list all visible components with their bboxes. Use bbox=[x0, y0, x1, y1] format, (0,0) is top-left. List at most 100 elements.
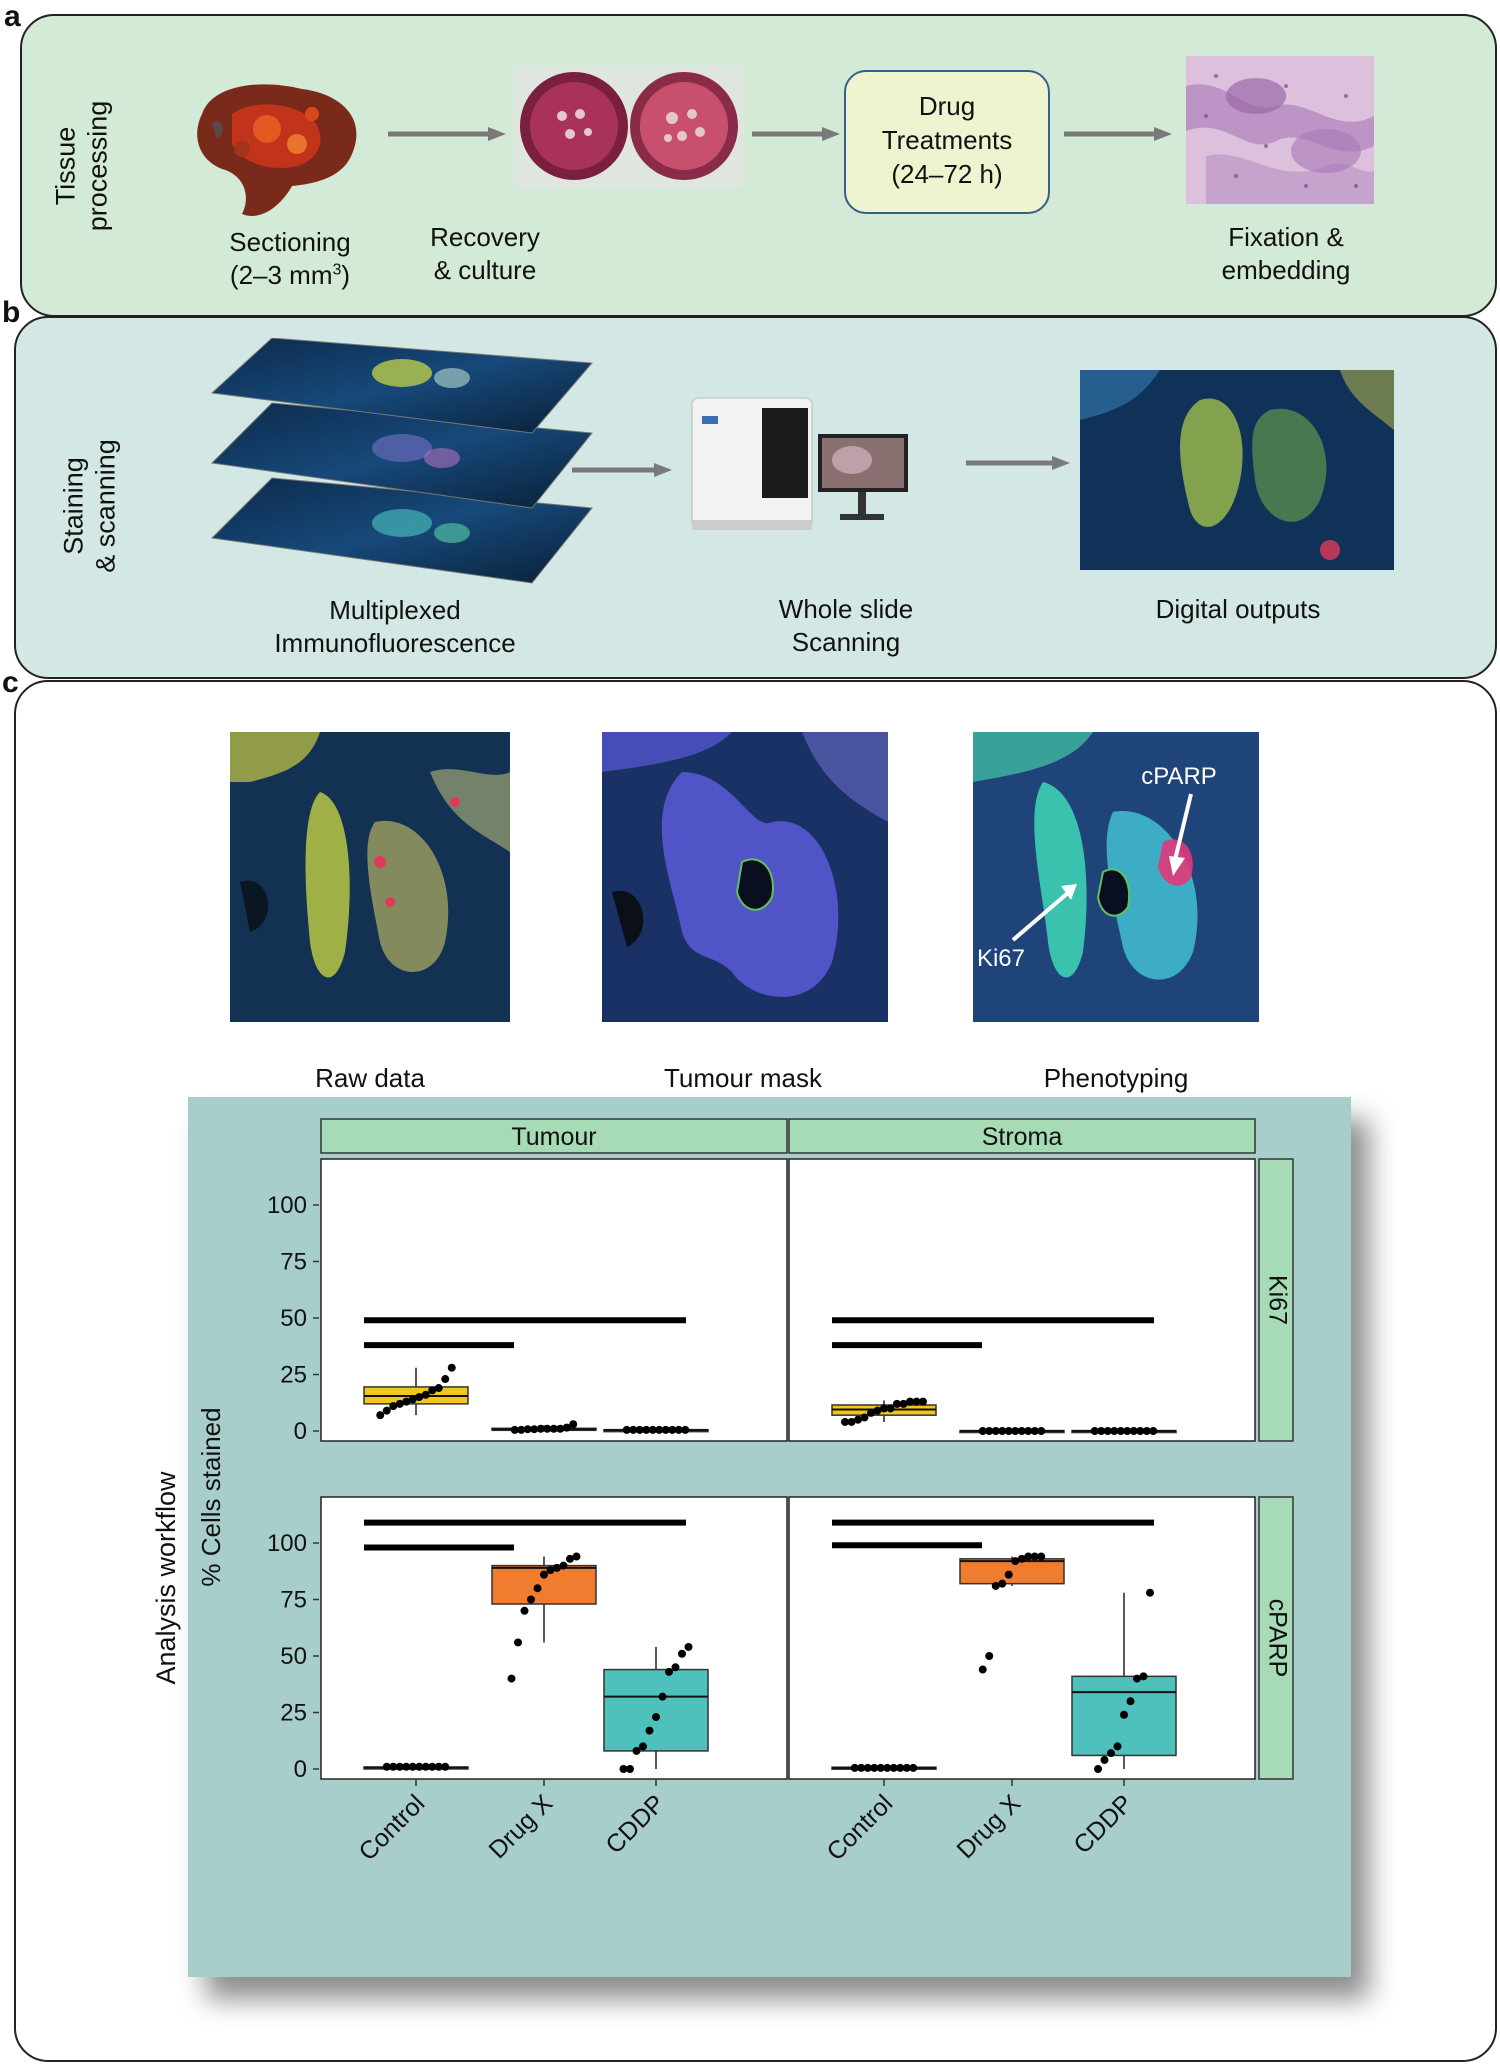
data-point bbox=[441, 1375, 450, 1384]
data-point bbox=[428, 1762, 437, 1771]
data-point bbox=[889, 1763, 898, 1772]
data-point bbox=[668, 1425, 677, 1434]
data-point bbox=[523, 1425, 532, 1434]
data-point bbox=[402, 1397, 411, 1406]
fixation-caption: Fixation & embedding bbox=[1221, 222, 1351, 285]
data-point bbox=[863, 1763, 872, 1772]
data-point bbox=[622, 1425, 631, 1434]
data-point bbox=[873, 1406, 882, 1415]
data-point bbox=[517, 1425, 526, 1434]
data-point bbox=[626, 1765, 634, 1773]
panel-letter-a: a bbox=[4, 0, 21, 33]
data-point bbox=[1097, 1427, 1106, 1435]
y-tick-label: 0 bbox=[294, 1756, 307, 1783]
data-point bbox=[991, 1581, 1000, 1590]
panel-a-tissue-processing: Tissue processing Sectioning (2–3 mm3) bbox=[20, 14, 1497, 317]
facet-label-stroma: Stroma bbox=[982, 1123, 1063, 1151]
data-point bbox=[566, 1554, 574, 1563]
data-point bbox=[428, 1386, 437, 1395]
panel-letter-b: b bbox=[2, 296, 21, 329]
data-point bbox=[639, 1742, 647, 1751]
data-point bbox=[1136, 1427, 1145, 1435]
data-point bbox=[382, 1406, 391, 1415]
data-point bbox=[1030, 1427, 1039, 1435]
data-point bbox=[632, 1746, 641, 1755]
y-tick-label: 25 bbox=[280, 1362, 307, 1389]
x-tick-label-drug-x: Drug X bbox=[951, 1789, 1026, 1864]
x-tick-label-drug-x: Drug X bbox=[483, 1789, 558, 1864]
y-tick-label: 0 bbox=[294, 1418, 307, 1445]
data-point bbox=[985, 1652, 994, 1660]
cparp-annotation: cPARP bbox=[1141, 763, 1217, 790]
data-point bbox=[876, 1763, 885, 1772]
data-point bbox=[533, 1584, 542, 1593]
data-point bbox=[1090, 1427, 1099, 1435]
data-point bbox=[553, 1563, 561, 1572]
whole-slide-caption: Whole slide Scanning bbox=[778, 594, 914, 657]
facet-label-cparp: cPARP bbox=[1263, 1599, 1291, 1678]
data-point bbox=[514, 1638, 522, 1647]
culture-wells-image bbox=[514, 66, 744, 188]
data-point bbox=[883, 1763, 892, 1772]
data-point bbox=[1030, 1552, 1039, 1561]
data-point bbox=[1004, 1570, 1013, 1579]
data-point bbox=[389, 1402, 398, 1411]
data-point bbox=[536, 1424, 545, 1433]
data-point bbox=[434, 1384, 443, 1393]
data-point bbox=[415, 1762, 424, 1771]
data-point bbox=[906, 1397, 914, 1406]
panel-c-side-label: Analysis workflow bbox=[150, 1471, 181, 1685]
x-tick-label-control: Control bbox=[821, 1789, 898, 1866]
data-point bbox=[854, 1415, 862, 1424]
tissue-sample-image bbox=[182, 74, 372, 224]
data-point bbox=[857, 1763, 866, 1772]
raw-data-image bbox=[230, 732, 510, 1022]
data-point bbox=[985, 1427, 994, 1435]
y-tick-label: 50 bbox=[280, 1643, 307, 1670]
arrow-a2 bbox=[752, 127, 840, 141]
data-point bbox=[880, 1404, 888, 1413]
panel-a-side-label: Tissue processing bbox=[50, 100, 113, 232]
data-point bbox=[389, 1762, 398, 1771]
data-point bbox=[421, 1390, 430, 1399]
data-point bbox=[510, 1425, 519, 1434]
y-tick-label: 100 bbox=[267, 1530, 307, 1557]
data-point bbox=[569, 1420, 578, 1429]
recovery-caption: Recovery & culture bbox=[430, 222, 540, 285]
data-point bbox=[998, 1427, 1007, 1435]
data-point bbox=[520, 1606, 529, 1615]
y-axis-label: % Cells stained bbox=[196, 1407, 226, 1586]
data-point bbox=[684, 1642, 693, 1651]
y-tick-label: 25 bbox=[280, 1700, 307, 1727]
box-cddp bbox=[603, 1668, 709, 1752]
data-point bbox=[543, 1424, 552, 1433]
data-point bbox=[376, 1411, 385, 1420]
data-point bbox=[1094, 1765, 1102, 1773]
data-point bbox=[1116, 1427, 1125, 1435]
data-point bbox=[1107, 1749, 1115, 1758]
histology-image bbox=[1186, 56, 1374, 204]
y-tick-label: 50 bbox=[280, 1305, 307, 1332]
data-point bbox=[1037, 1427, 1046, 1435]
data-point bbox=[870, 1763, 879, 1772]
data-point bbox=[998, 1579, 1007, 1588]
slide-scanner-image bbox=[691, 397, 908, 530]
data-point bbox=[421, 1762, 430, 1771]
data-point bbox=[1133, 1674, 1141, 1683]
data-point bbox=[899, 1399, 908, 1408]
data-point bbox=[655, 1425, 664, 1434]
data-point bbox=[978, 1427, 987, 1435]
drug-treatments-box: Drug Treatments (24–72 h) bbox=[844, 70, 1050, 214]
data-point bbox=[415, 1393, 424, 1402]
facet-strip-stroma bbox=[788, 1118, 1256, 1154]
arrow-a1 bbox=[388, 127, 506, 141]
facet-strip-tumour bbox=[320, 1118, 788, 1154]
data-point bbox=[1017, 1427, 1026, 1435]
panel-b-side-label: Staining & scanning bbox=[58, 439, 121, 573]
data-point bbox=[1120, 1710, 1128, 1719]
data-point bbox=[658, 1692, 667, 1701]
data-point bbox=[1024, 1552, 1033, 1561]
data-point bbox=[648, 1425, 657, 1434]
data-point bbox=[867, 1408, 875, 1417]
